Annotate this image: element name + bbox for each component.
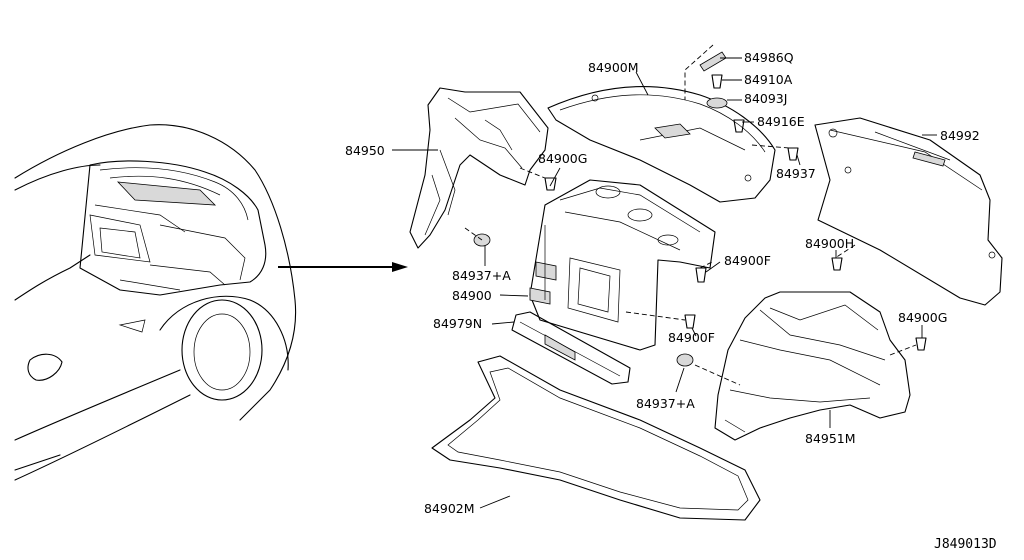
label-84910A: 84910A bbox=[744, 72, 793, 87]
label-84992: 84992 bbox=[940, 128, 980, 143]
label-84951M: 84951M bbox=[805, 431, 856, 446]
part-84950-left-trim bbox=[409, 87, 549, 249]
car-rear-overview bbox=[14, 124, 297, 481]
label-84900F-top: 84900F bbox=[724, 253, 771, 268]
label-84900: 84900 bbox=[452, 288, 492, 303]
label-84900M: 84900M bbox=[588, 60, 639, 75]
label-84979N: 84979N bbox=[433, 316, 482, 331]
solid-leaders bbox=[392, 57, 937, 509]
label-84937: 84937 bbox=[776, 166, 816, 181]
dashed-leaders bbox=[464, 144, 917, 386]
fasteners-top bbox=[473, 44, 927, 367]
part-84951M-right-trim bbox=[714, 291, 911, 441]
label-84900H: 84900H bbox=[805, 236, 854, 251]
label-84900G-right: 84900G bbox=[898, 310, 947, 325]
label-84937A-bottom: 84937+A bbox=[636, 396, 695, 411]
label-84902M: 84902M bbox=[424, 501, 475, 516]
label-84900G-left: 84900G bbox=[538, 151, 587, 166]
part-84902M-floor-mat bbox=[431, 355, 761, 521]
part-84900M-shelf bbox=[547, 85, 776, 203]
label-84900F-bottom: 84900F bbox=[668, 330, 715, 345]
label-84986Q: 84986Q bbox=[744, 50, 794, 65]
direction-arrow bbox=[278, 262, 408, 272]
part-84992-lid-finisher bbox=[814, 117, 1003, 306]
part-labels: 84986Q 84910A 84093J 84900M 84916E 84950… bbox=[345, 50, 997, 552]
label-84937A-top: 84937+A bbox=[452, 268, 511, 283]
label-84093J: 84093J bbox=[744, 91, 787, 106]
part-84900-rear-panel bbox=[529, 179, 716, 351]
label-84916E: 84916E bbox=[757, 114, 805, 129]
reference-code: J849013D bbox=[934, 537, 997, 552]
part-84979N-bar bbox=[511, 311, 631, 385]
label-84950: 84950 bbox=[345, 143, 385, 158]
